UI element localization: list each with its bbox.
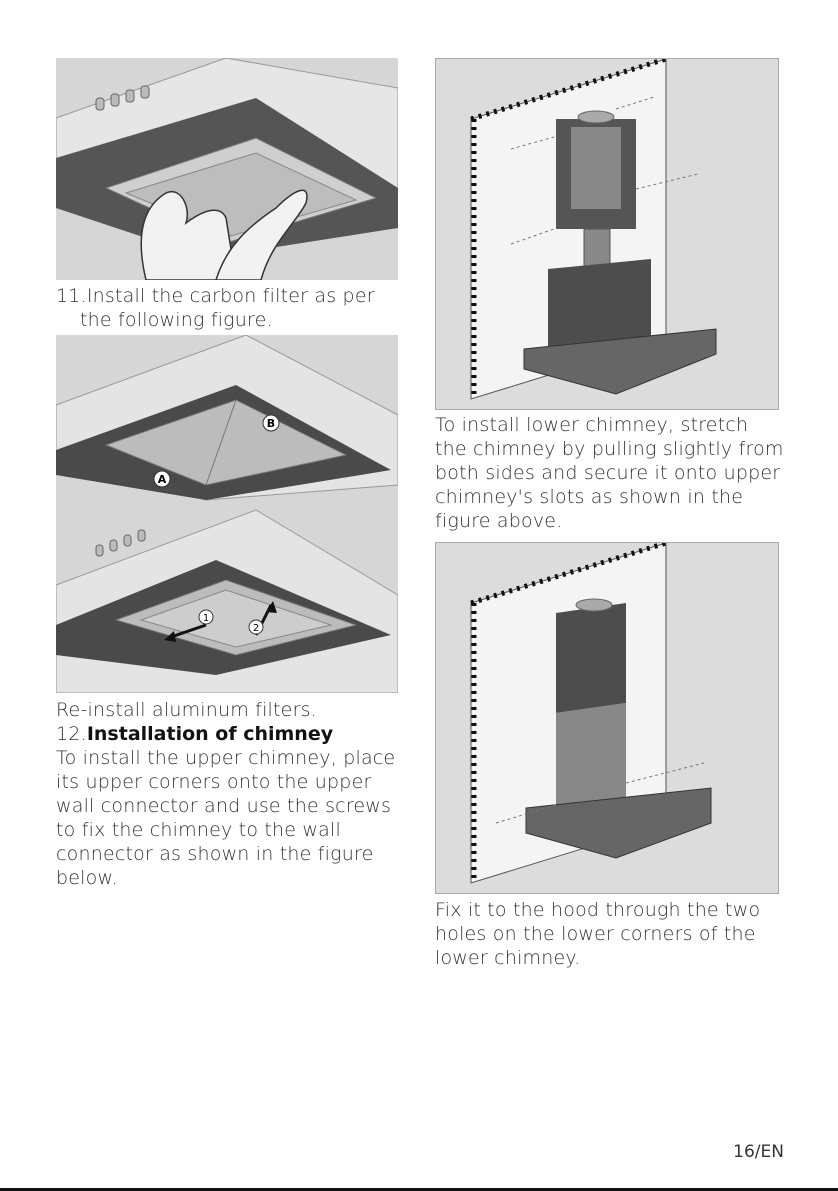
knob-icon [137,529,146,542]
step-12-line: its upper corners onto the upper [56,771,372,793]
step-12-title: Installation of chimney [86,723,334,745]
label-b: B [267,417,275,430]
knob-icon [95,544,104,557]
reinstall-text: Re-install aluminum filters. [56,699,317,721]
hand-icon [215,189,308,280]
fix-hood-text: Fix it to the hood through the two holes… [435,898,760,970]
lower-chimney-line: both sides and secure it onto upper [435,462,781,484]
step-12-line: To install the upper chimney, place [56,747,396,769]
step-11-line: the following figure. [80,309,273,331]
step-12-heading: 12.Installation of chimney [56,722,395,746]
step-12-line: wall connector and use the screws [56,795,392,817]
fix-hood-line: holes on the lower corners of the [435,923,756,945]
label-1-marker [198,609,214,625]
label-1: 1 [203,613,209,624]
carbon-filter-illustration: B A 1 2 [56,335,398,693]
label-a: A [158,473,167,486]
figure-fix-hood [435,542,779,894]
lower-chimney-line: chimney's slots as shown in the [435,486,744,508]
lower-chimney-line: figure above. [435,510,563,532]
step-11-text: 11.Install the carbon filter as per the … [56,284,375,332]
lower-chimney-text: To install lower chimney, stretch the ch… [435,413,784,533]
knob-icon [95,97,105,111]
knob-icon [140,85,150,99]
figure-lower-chimney [435,58,779,410]
fix-hood-line: lower chimney. [435,947,581,969]
step-12-line: to fix the chimney to the wall [56,819,341,841]
knob-icon [125,89,135,103]
filter-removal-illustration [56,58,398,280]
label-2-marker [248,619,264,635]
label-a-marker [153,470,171,488]
figure-filter-removal [56,58,398,280]
lower-chimney-illustration [436,59,778,409]
page-number: 16/EN [733,1142,784,1162]
hand-icon [140,190,237,280]
fix-hood-illustration [436,543,778,893]
knob-icon [123,534,132,547]
step-12-line: connector as shown in the figure [56,843,374,865]
page-bottom-rule [0,1188,838,1191]
knob-icon [110,93,120,107]
step-12-line: below. [56,867,118,889]
left-text-block: Re-install aluminum filters. 12.Installa… [56,698,395,890]
fix-hood-line: Fix it to the hood through the two [435,899,761,921]
lower-chimney-line: To install lower chimney, stretch [435,414,749,436]
label-b-marker [262,414,280,432]
figure-carbon-filter: B A 1 2 [56,335,398,693]
step-11-line: 11.Install the carbon filter as per [56,285,375,307]
label-2: 2 [253,623,259,634]
lower-chimney-line: the chimney by pulling slightly from [435,438,784,460]
knob-icon [109,539,118,552]
step-12-number: 12. [56,723,87,745]
